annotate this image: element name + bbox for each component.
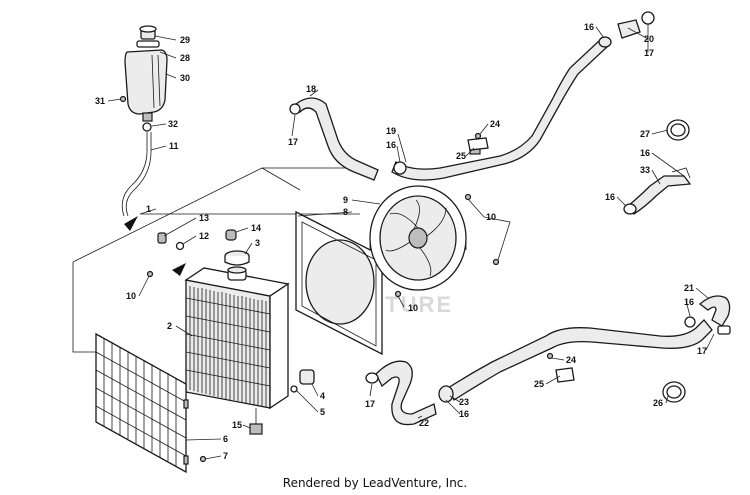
- callout-9: 9: [343, 195, 348, 205]
- callout-16: 16: [386, 140, 396, 150]
- callout-19: 19: [386, 126, 396, 136]
- clamp-26: [662, 381, 686, 403]
- callout-10: 10: [126, 291, 136, 301]
- long-hose: [391, 36, 612, 181]
- callout-32: 32: [168, 119, 178, 129]
- clamp-27: [666, 119, 690, 141]
- coolant-reservoir: [119, 25, 168, 132]
- fasteners: [146, 229, 315, 463]
- callout-2: 2: [167, 321, 172, 331]
- callout-10: 10: [486, 212, 496, 222]
- clamps-24-25: [467, 132, 575, 383]
- callout-20: 20: [644, 34, 654, 44]
- callout-12: 12: [199, 231, 209, 241]
- callout-33: 33: [640, 165, 650, 175]
- callout-23: 23: [459, 397, 469, 407]
- callout-6: 6: [223, 434, 228, 444]
- callout-25: 25: [456, 151, 466, 161]
- callout-28: 28: [180, 53, 190, 63]
- fan-shroud: [295, 210, 383, 356]
- overflow-hose: [121, 132, 152, 231]
- callout-24: 24: [490, 119, 500, 129]
- callout-17: 17: [697, 346, 707, 356]
- lower-hose: [365, 319, 713, 426]
- callout-16: 16: [584, 22, 594, 32]
- callout-4: 4: [320, 391, 325, 401]
- radiator-cap: [224, 250, 250, 266]
- flow-arrow-icon: [124, 216, 138, 231]
- callout-15: 15: [232, 420, 242, 430]
- callout-16: 16: [640, 148, 650, 158]
- callout-5: 5: [320, 407, 325, 417]
- callout-27: 27: [640, 129, 650, 139]
- callout-1: 1: [146, 204, 151, 214]
- callout-18: 18: [306, 84, 316, 94]
- callout-31: 31: [95, 96, 105, 106]
- callout-3: 3: [255, 238, 260, 248]
- callout-22: 22: [419, 418, 429, 428]
- electric-fan: [369, 185, 467, 291]
- callout-labels: 29 28 30 31 32 11 1 13 12 14 3 10 2 15 6…: [95, 22, 707, 461]
- callout-29: 29: [180, 35, 190, 45]
- callout-21: 21: [684, 283, 694, 293]
- lower-elbow: [684, 295, 731, 335]
- radiator-core: [184, 266, 290, 435]
- callout-30: 30: [180, 73, 190, 83]
- footer-credit: Rendered by LeadVenture, Inc.: [282, 476, 468, 490]
- leader-lines: [107, 24, 715, 460]
- flow-arrow-icon: [172, 263, 186, 276]
- callout-17: 17: [365, 399, 375, 409]
- callout-24: 24: [566, 355, 576, 365]
- hose-33: [623, 167, 692, 215]
- callout-10: 10: [408, 303, 418, 313]
- callout-16: 16: [459, 409, 469, 419]
- callout-7: 7: [223, 451, 228, 461]
- upper-hose: [289, 97, 379, 181]
- callout-17: 17: [644, 48, 654, 58]
- callout-11: 11: [169, 141, 179, 151]
- callout-14: 14: [251, 223, 261, 233]
- callout-13: 13: [199, 213, 209, 223]
- callout-16: 16: [684, 297, 694, 307]
- callout-17: 17: [288, 137, 298, 147]
- radiator-screen: [95, 332, 189, 474]
- callout-8: 8: [343, 207, 348, 217]
- callout-16: 16: [605, 192, 615, 202]
- callout-25: 25: [534, 379, 544, 389]
- callout-26: 26: [653, 398, 663, 408]
